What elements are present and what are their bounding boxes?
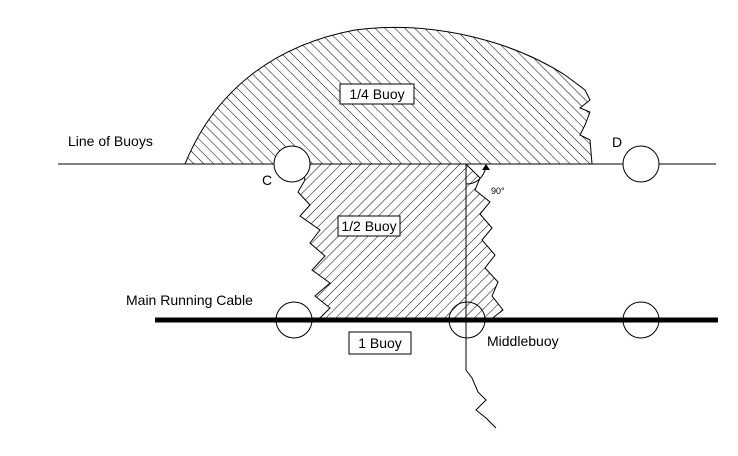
half-buoy-box	[337, 215, 401, 237]
middlebuoy-label: Middlebuoy	[487, 333, 559, 349]
half-buoy-label: 1/2 Buoy	[341, 218, 396, 234]
reference-line	[465, 164, 497, 429]
angle-label: 90°	[491, 186, 505, 196]
one-buoy-box	[348, 331, 412, 355]
buoy-c	[273, 145, 311, 183]
buoy-d	[622, 145, 660, 183]
point-c-label: C	[262, 172, 272, 188]
line-of-buoys-label: Line of Buoys	[68, 133, 153, 149]
main-running-cable-label: Main Running Cable	[126, 292, 253, 308]
quarter-buoy-box	[339, 83, 415, 105]
half-buoy-region	[297, 163, 504, 321]
middlebuoy	[448, 301, 486, 339]
angle-arrowhead	[482, 164, 490, 170]
cable-buoy-left	[275, 301, 313, 339]
quarter-buoy-label: 1/4 Buoy	[349, 86, 404, 102]
one-buoy-label: 1 Buoy	[358, 335, 402, 351]
cable-buoy-right	[622, 301, 660, 339]
point-d-label: D	[612, 134, 622, 150]
